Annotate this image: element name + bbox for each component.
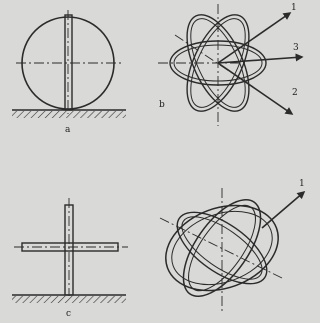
panel-c-caption: c xyxy=(66,309,71,319)
panel-b-arrow-2-label: 2 xyxy=(292,88,298,98)
panel-a: a xyxy=(12,10,126,135)
panel-d: 1 xyxy=(154,179,305,312)
panel-a-ground-hatch xyxy=(12,111,126,118)
panel-b-arrow-1 xyxy=(218,13,290,63)
panel-b-arrow-1-label: 1 xyxy=(291,3,297,13)
panel-d-arrow-1 xyxy=(262,192,304,228)
panel-b-arrow-3-label: 3 xyxy=(293,43,299,53)
panel-d-arrow-1-label: 1 xyxy=(299,179,305,189)
panel-b: 1 3 2 b xyxy=(158,3,302,126)
panel-c: c xyxy=(12,198,128,319)
panel-a-edge-ring xyxy=(65,15,72,110)
panel-c-ground-hatch xyxy=(12,296,126,303)
panel-b-caption: b xyxy=(159,100,165,110)
panel-a-caption: a xyxy=(65,125,71,135)
